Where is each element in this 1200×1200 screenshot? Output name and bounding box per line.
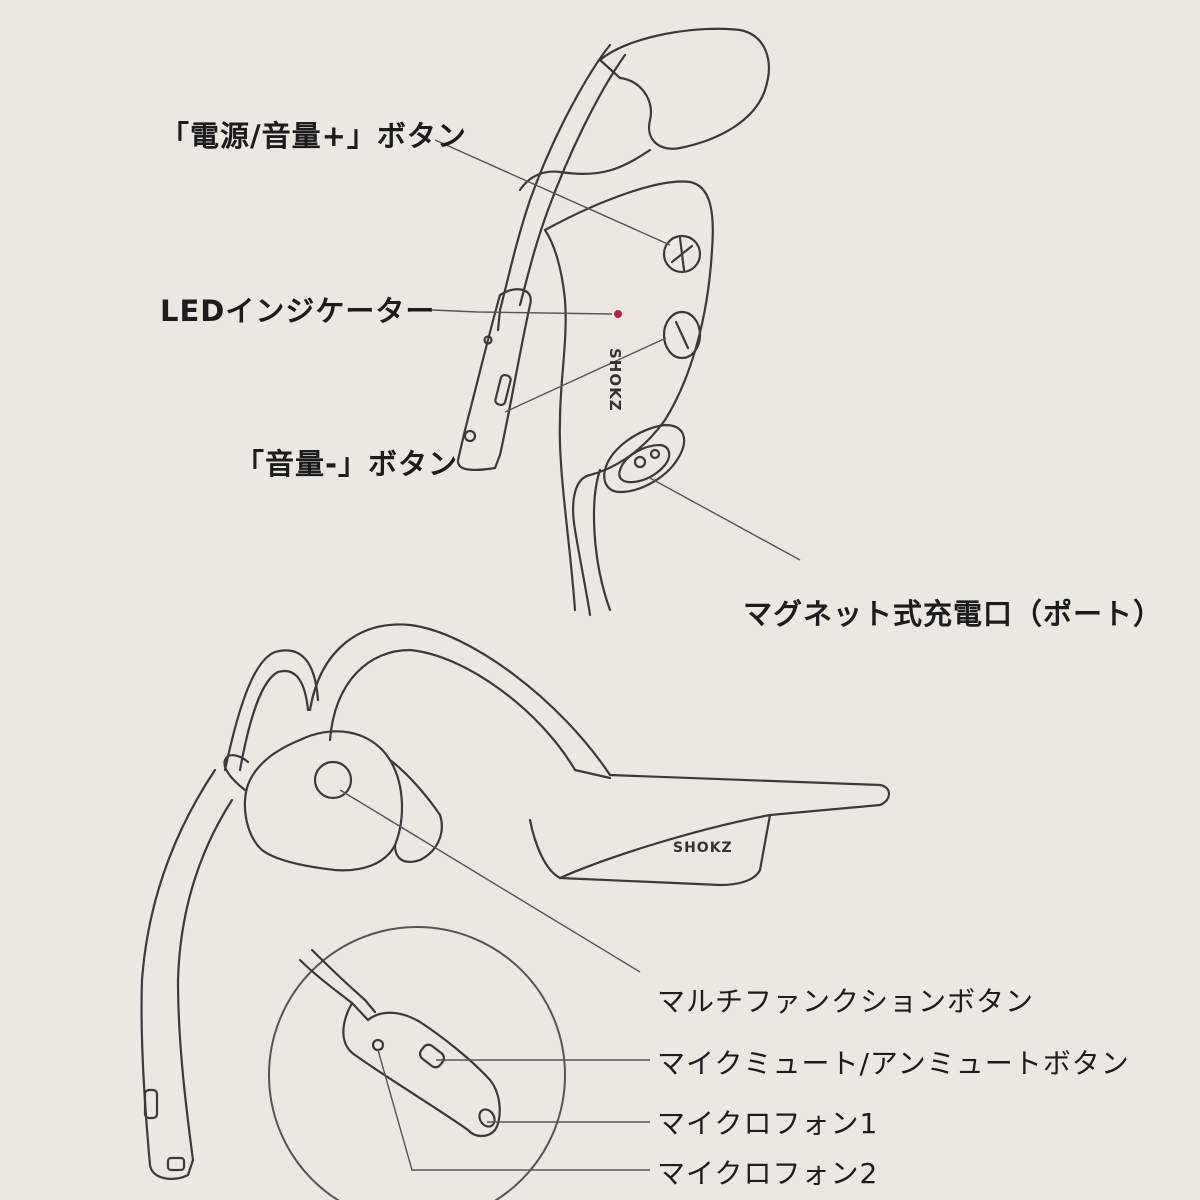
leader-led [431, 309, 613, 315]
mic-boom-side [456, 288, 532, 471]
label-multifunction: マルチファンクションボタン [657, 985, 1035, 1018]
label-magnetic-port: マグネット式充電口（ポート） [743, 597, 1164, 631]
leader-power [434, 139, 671, 246]
mic-tip-zoom [298, 948, 501, 1138]
top-brand-logo: SHOKZ [606, 348, 624, 412]
label-led-indicator: LEDインジケーター [160, 294, 436, 328]
ear-hook-pad [598, 27, 770, 150]
label-mic2: マイクロフォン2 [657, 1157, 879, 1190]
label-power-volume-up: 「電源/音量+」ボタン [160, 119, 467, 153]
leader-volume-down [504, 337, 667, 413]
leader-lines [339, 139, 801, 1171]
leader-multifunction [339, 789, 641, 973]
label-mic-mute: マイクミュート/アンミュートボタン [657, 1047, 1130, 1080]
led-indicator-dot [614, 310, 622, 318]
volume-down-button [662, 310, 702, 360]
label-volume-down: 「音量-」ボタン [235, 447, 459, 481]
leader-port [649, 477, 801, 561]
transducer-pod [243, 730, 403, 872]
multifunction-button [313, 760, 353, 800]
main-body [543, 180, 714, 617]
headband-arc [308, 623, 612, 777]
top-headset-view [456, 27, 770, 617]
bottom-headset-view [140, 623, 891, 1200]
magnetic-charging-port [603, 423, 686, 494]
mic-boom-front [140, 768, 234, 1180]
outer-hook [223, 649, 320, 772]
power-volume-up-button [662, 234, 702, 274]
bottom-brand-logo: SHOKZ [673, 840, 733, 856]
label-mic1: マイクロフォン1 [657, 1107, 879, 1140]
headband-arm [496, 43, 612, 332]
zoom-circle [268, 926, 566, 1200]
leader-mic2 [377, 1049, 650, 1171]
